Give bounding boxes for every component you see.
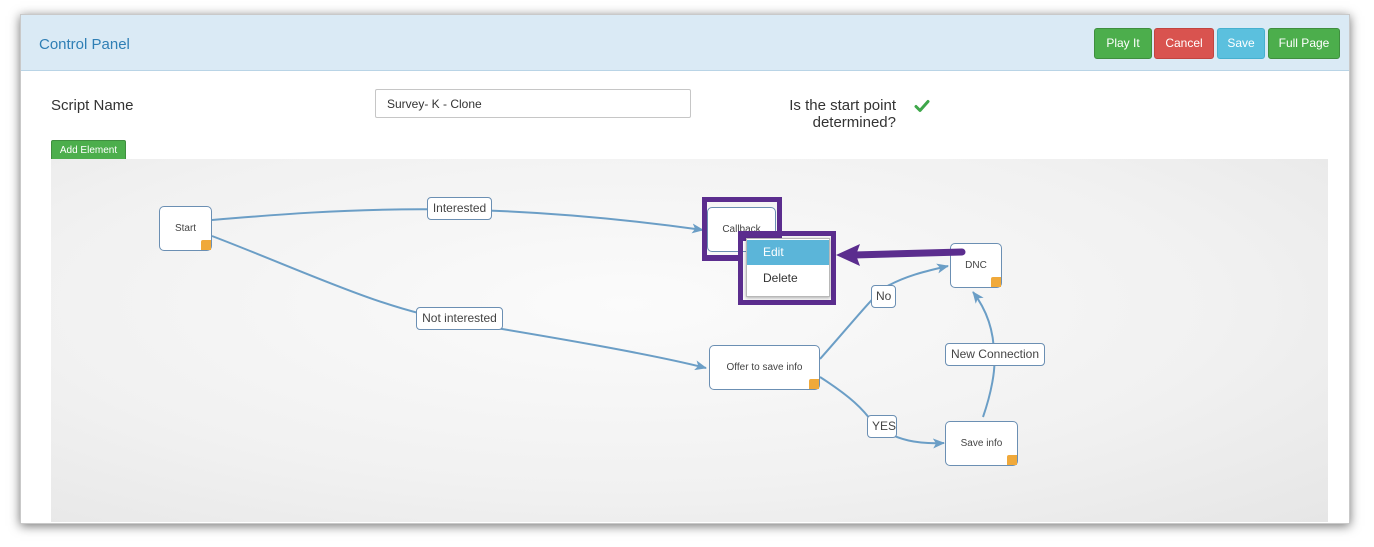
script-name-input[interactable] <box>375 89 691 118</box>
node-start[interactable]: Start <box>159 206 212 251</box>
add-element-button[interactable]: Add Element <box>51 140 126 161</box>
flow-connectors <box>211 208 996 449</box>
edge-label-no[interactable]: No <box>871 285 896 308</box>
highlight-outline-bottom <box>707 255 743 261</box>
cancel-button[interactable]: Cancel <box>1154 28 1214 59</box>
panel-header: Control Panel Play It Cancel Save Full P… <box>21 15 1349 71</box>
menu-item-edit[interactable]: Edit <box>747 240 829 265</box>
highlight-outline <box>702 197 782 261</box>
edge-label-not-interested[interactable]: Not interested <box>416 307 503 330</box>
node-callback-label: Callback <box>722 224 761 235</box>
annotation-arrow <box>836 244 966 266</box>
edge-not-interested <box>211 235 707 371</box>
node-offer-label: Offer to save info <box>726 362 803 373</box>
node-resize-handle[interactable] <box>1007 455 1017 465</box>
flow-canvas[interactable]: Start Callback Offer to save info DNC Sa… <box>51 159 1328 522</box>
node-resize-handle[interactable] <box>991 277 1001 287</box>
full-page-button[interactable]: Full Page <box>1268 28 1340 59</box>
edge-label-interested[interactable]: Interested <box>427 197 492 220</box>
edge-label-new-connection[interactable]: New Connection <box>945 343 1045 366</box>
check-icon <box>914 100 930 112</box>
highlight-outline-join <box>743 231 782 241</box>
start-point-question: Is the start point determined? <box>789 97 896 131</box>
node-save-info-label: Save info <box>960 438 1003 449</box>
panel-title: Control Panel <box>39 36 130 53</box>
node-resize-handle[interactable] <box>201 240 211 250</box>
node-start-label: Start <box>174 223 197 234</box>
node-dnc-label: DNC <box>965 260 987 271</box>
script-name-label: Script Name <box>51 97 134 114</box>
context-menu: Edit Delete <box>746 238 830 297</box>
edge-no <box>819 263 949 360</box>
node-offer-to-save-info[interactable]: Offer to save info <box>709 345 820 390</box>
save-button[interactable]: Save <box>1217 28 1265 59</box>
edge-label-yes[interactable]: YES <box>867 415 897 438</box>
edge-interested <box>211 208 704 234</box>
menu-item-delete[interactable]: Delete <box>763 271 798 285</box>
play-it-button[interactable]: Play It <box>1094 28 1152 59</box>
node-resize-handle[interactable] <box>809 379 819 389</box>
node-dnc[interactable]: DNC <box>950 243 1002 288</box>
node-save-info[interactable]: Save info <box>945 421 1018 466</box>
highlight-outline-menu <box>738 231 836 305</box>
